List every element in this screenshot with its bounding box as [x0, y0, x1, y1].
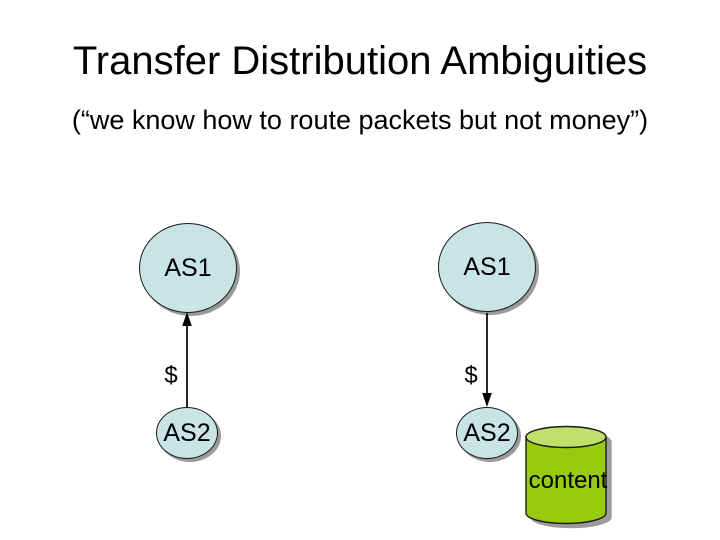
node-as1-left-label: AS1	[164, 253, 212, 282]
database-cylinder-icon	[525, 425, 612, 529]
payment-label-left: $	[164, 362, 178, 389]
slide-title: Transfer Distribution Ambiguities	[72, 39, 648, 83]
arrow-down-icon	[482, 313, 492, 407]
node-as1-left: AS1	[139, 223, 237, 313]
node-as2-right: AS2	[456, 407, 518, 459]
node-as2-right-label: AS2	[463, 418, 511, 447]
node-as2-left: AS2	[156, 407, 218, 459]
node-as1-right-label: AS1	[463, 252, 511, 281]
payment-label-right: $	[464, 362, 478, 389]
node-as2-left-label: AS2	[163, 418, 211, 447]
arrow-up-icon	[182, 312, 192, 408]
slide-subtitle: (“we know how to route packets but not m…	[71, 105, 649, 135]
database-label: content	[528, 467, 608, 494]
node-as1-right: AS1	[438, 222, 536, 312]
